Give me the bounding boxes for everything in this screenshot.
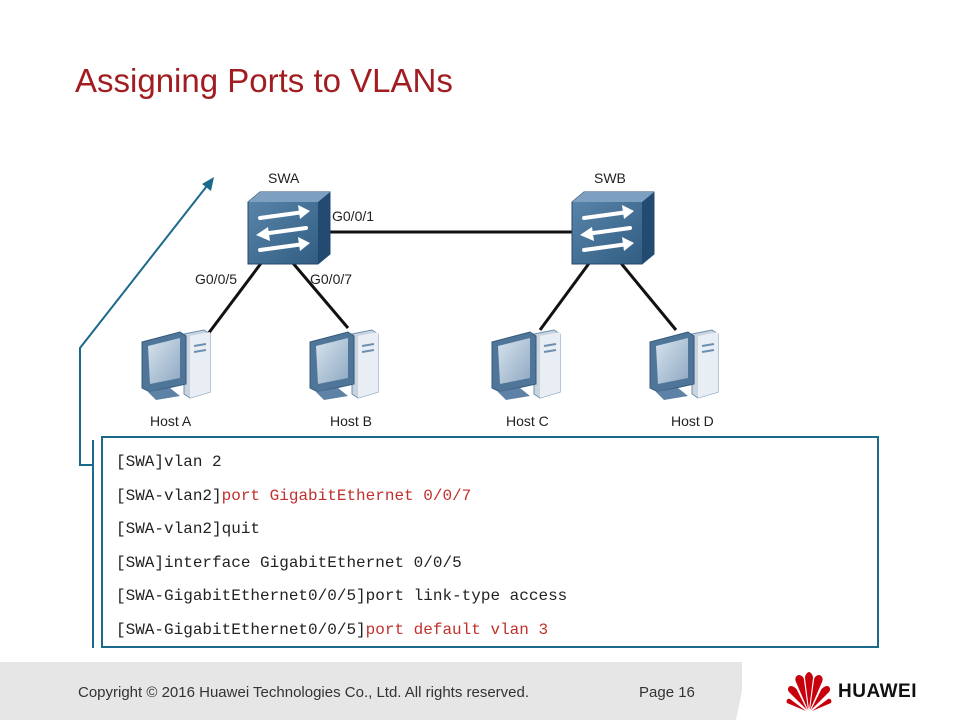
callout-arrowhead [202, 177, 214, 191]
link-swb-host-c [538, 261, 592, 331]
brand-name: HUAWEI [838, 681, 917, 702]
slide-title: Assigning Ports to VLANs [75, 62, 453, 99]
host-d-icon [649, 329, 719, 401]
host-c-label: Host C [506, 413, 549, 429]
command-prompt: [SWA] [116, 553, 165, 572]
command-prompt: [SWA-GigabitEthernet0/0/5] [116, 587, 366, 605]
command-text: port link-type access [365, 587, 568, 605]
link-swa-host-b [290, 261, 350, 329]
command-line: [SWA-vlan2]quit [116, 519, 877, 553]
command-text-highlight: port default vlan 3 [365, 620, 549, 639]
host-b-icon [309, 329, 379, 401]
command-prompt: [SWA] [116, 453, 165, 471]
page-number: Page 16 [639, 684, 695, 701]
footer-bar: Copyright © 2016 Huawei Technologies Co.… [0, 662, 960, 720]
command-line: [SWA-vlan2]port GigabitEthernet 0/0/7 [116, 486, 877, 520]
brand-area [742, 662, 960, 720]
command-line: [SWA]vlan 2 [116, 452, 877, 486]
command-prompt: [SWA-vlan2] [116, 520, 222, 538]
swb-label: SWB [594, 170, 626, 186]
link-swb-host-d [618, 261, 678, 331]
host-a-icon [141, 329, 211, 401]
host-d-label: Host D [671, 413, 714, 429]
command-text: quit [221, 520, 261, 538]
command-line: [SWA-GigabitEthernet0/0/5]port default v… [116, 620, 877, 654]
copyright-text: Copyright © 2016 Huawei Technologies Co.… [78, 684, 530, 701]
command-prompt: [SWA-vlan2] [116, 486, 222, 505]
host-b-label: Host B [330, 413, 372, 429]
command-text-highlight: port GigabitEthernet 0/0/7 [221, 486, 472, 505]
port-label-g005: G0/0/5 [195, 271, 237, 287]
command-box: [SWA]vlan 2 [SWA-vlan2]port GigabitEther… [101, 436, 879, 648]
host-c-icon [491, 329, 561, 401]
command-line: [SWA]interface GigabitEthernet 0/0/5 [116, 553, 877, 587]
command-prompt: [SWA-GigabitEthernet0/0/5] [116, 620, 366, 639]
command-text: vlan 2 [164, 453, 222, 471]
command-line: [SWA-GigabitEthernet0/0/5]port link-type… [116, 586, 877, 620]
switch-swb-icon [570, 190, 656, 266]
port-label-g007: G0/0/7 [310, 271, 352, 287]
swa-label: SWA [268, 170, 300, 186]
callout-arrow-line [79, 181, 211, 466]
port-label-g001: G0/0/1 [332, 208, 374, 224]
command-text: interface GigabitEthernet 0/0/5 [164, 553, 462, 572]
switch-swa-icon [246, 190, 332, 266]
huawei-logo-icon [786, 672, 832, 711]
host-a-label: Host A [150, 413, 192, 429]
